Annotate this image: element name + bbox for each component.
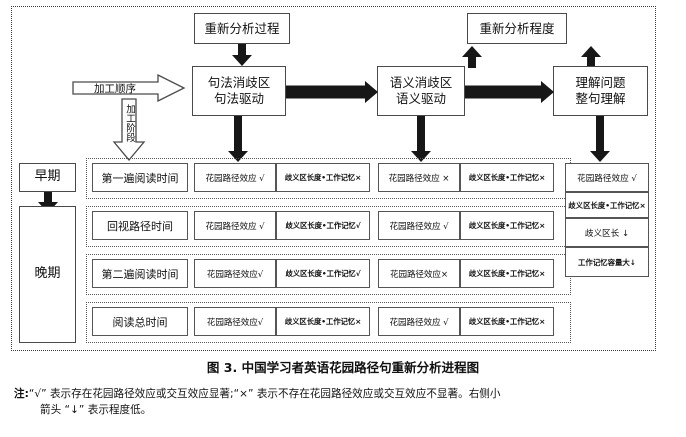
box-reanalysis-process: 重新分析过程 <box>194 13 290 44</box>
arrow-up-comprehension-to-degree <box>581 46 601 68</box>
figure-note-label: 注: <box>14 388 29 400</box>
right-summary-cell-1: 花园路径效应 √ <box>565 163 649 192</box>
arrow-down-comprehension-to-measures <box>590 116 610 162</box>
cell-effect: 花园路径效应√ <box>194 307 276 336</box>
cell-effect: 花园路径效应√ <box>194 259 276 288</box>
cell-text: 歧义区长度•工作记忆× <box>284 317 362 326</box>
cell-text: 歧义区长度•工作记忆× <box>284 173 362 182</box>
cell-effect: 花园路径效应 √ <box>378 307 460 336</box>
cell-text: 歧义区长度•工作记忆√ <box>285 221 361 230</box>
cell-text: 歧义区长度•工作记忆√ <box>285 269 361 278</box>
box-stage-syntactic-line2: 句法驱动 <box>213 91 264 106</box>
cell-text: 花园路径效应 √ <box>205 221 265 232</box>
measure-label: 第一遍阅读时间 <box>101 171 179 185</box>
right-summary-cell-2: 歧义区长度•工作记忆× <box>565 192 649 218</box>
cell-text: 歧义区长度•工作记忆× <box>468 173 546 182</box>
box-period-late: 晚期 <box>19 206 76 343</box>
measure-label: 阅读总时间 <box>112 315 168 329</box>
cell-text: 歧义区长 ↓ <box>584 228 630 239</box>
cell-interaction: 歧义区长度•工作记忆× <box>276 163 370 192</box>
box-period-late-label: 晚期 <box>34 266 61 282</box>
box-period-early: 早期 <box>19 163 76 192</box>
table-row: 第二遍阅读时间 <box>92 259 188 288</box>
box-stage-comprehension: 理解问题 整句理解 <box>553 66 648 116</box>
figure-note-line1: “√” 表示存在花园路径效应或交互效应显著;“×” 表示不存在花园路径效应或交互… <box>28 388 501 400</box>
cell-effect: 花园路径效应 √ <box>194 211 276 240</box>
cell-effect: 花园路径效应× <box>378 259 460 288</box>
table-row: 回视路径时间 <box>92 211 188 240</box>
cell-effect: 花园路径效应 × <box>378 163 460 192</box>
box-stage-semantic-line2: 语义驱动 <box>395 91 446 106</box>
box-reanalysis-degree-label: 重新分析程度 <box>479 20 555 36</box>
table-row-group-4 <box>86 302 571 343</box>
table-row: 第一遍阅读时间 <box>92 163 188 192</box>
right-summary-cell-3: 歧义区长 ↓ <box>565 218 649 247</box>
cell-interaction: 歧义区长度•工作记忆× <box>460 163 554 192</box>
box-period-early-label: 早期 <box>34 169 61 185</box>
cell-text: 花园路径效应√ <box>206 269 264 280</box>
hollow-arrow-processing-stage <box>112 98 146 162</box>
cell-text: 工作记忆容量大↓ <box>578 257 636 267</box>
label-processing-order: 加工顺序 <box>94 82 136 95</box>
right-summary-cell-4: 工作记忆容量大↓ <box>565 247 649 277</box>
arrow-up-semantic-to-degree <box>462 46 482 68</box>
cell-interaction: 歧义区长度•工作记忆√ <box>276 259 370 288</box>
box-stage-syntactic: 句法消歧区 句法驱动 <box>192 66 286 116</box>
cell-interaction: 歧义区长度•工作记忆× <box>460 211 554 240</box>
figure-caption: 图 3. 中国学习者英语花园路径句重新分析进程图 <box>206 360 480 375</box>
cell-interaction: 歧义区长度•工作记忆√ <box>276 211 370 240</box>
cell-text: 歧义区长度•工作记忆× <box>468 317 546 326</box>
box-reanalysis-degree: 重新分析程度 <box>467 13 567 44</box>
cell-text: 花园路径效应 √ <box>205 173 265 184</box>
box-stage-comprehension-line2: 整句理解 <box>575 91 626 106</box>
arrow-down-syntactic-to-measures <box>228 116 248 162</box>
cell-text: 花园路径效应 √ <box>577 173 637 184</box>
cell-text: 歧义区长度•工作记忆× <box>468 221 546 230</box>
figure-note-line2: 箭头 “↓” 表示程度低。 <box>40 404 152 417</box>
cell-text: 歧义区长度•工作记忆× <box>468 269 546 278</box>
cell-interaction: 歧义区长度•工作记忆× <box>460 259 554 288</box>
measure-label: 回视路径时间 <box>107 219 173 233</box>
arrow-right-syntactic-to-semantic <box>286 80 378 104</box>
box-reanalysis-process-label: 重新分析过程 <box>204 20 280 36</box>
hollow-arrow-processing-order <box>72 74 186 102</box>
cell-text: 花园路径效应 √ <box>389 317 449 328</box>
arrow-down-semantic-to-measures <box>411 116 431 162</box>
table-row: 阅读总时间 <box>92 307 188 336</box>
cell-text: 花园路径效应× <box>389 269 449 280</box>
cell-effect: 花园路径效应 √ <box>194 163 276 192</box>
box-stage-semantic: 语义消歧区 语义驱动 <box>377 66 465 116</box>
cell-interaction: 歧义区长度•工作记忆× <box>460 307 554 336</box>
cell-text: 花园路径效应√ <box>206 317 264 328</box>
cell-interaction: 歧义区长度•工作记忆× <box>276 307 370 336</box>
cell-text: 歧义区长度•工作记忆× <box>568 200 646 210</box>
box-stage-semantic-line1: 语义消歧区 <box>389 75 453 91</box>
cell-text: 花园路径效应 × <box>388 173 450 184</box>
arrow-right-semantic-to-comprehension <box>465 80 554 104</box>
box-stage-comprehension-line1: 理解问题 <box>575 75 626 91</box>
figure-note: 注:“√” 表示存在花园路径效应或交互效应显著;“×” 表示不存在花园路径效应或… <box>14 386 674 419</box>
label-processing-stage: 加工阶段 <box>123 104 135 142</box>
arrow-down-process-to-syntax <box>232 44 252 66</box>
measure-label: 第二遍阅读时间 <box>101 267 179 281</box>
box-stage-syntactic-line1: 句法消歧区 <box>207 75 271 91</box>
cell-effect: 花园路径效应 √ <box>378 211 460 240</box>
cell-text: 花园路径效应 √ <box>389 221 449 232</box>
